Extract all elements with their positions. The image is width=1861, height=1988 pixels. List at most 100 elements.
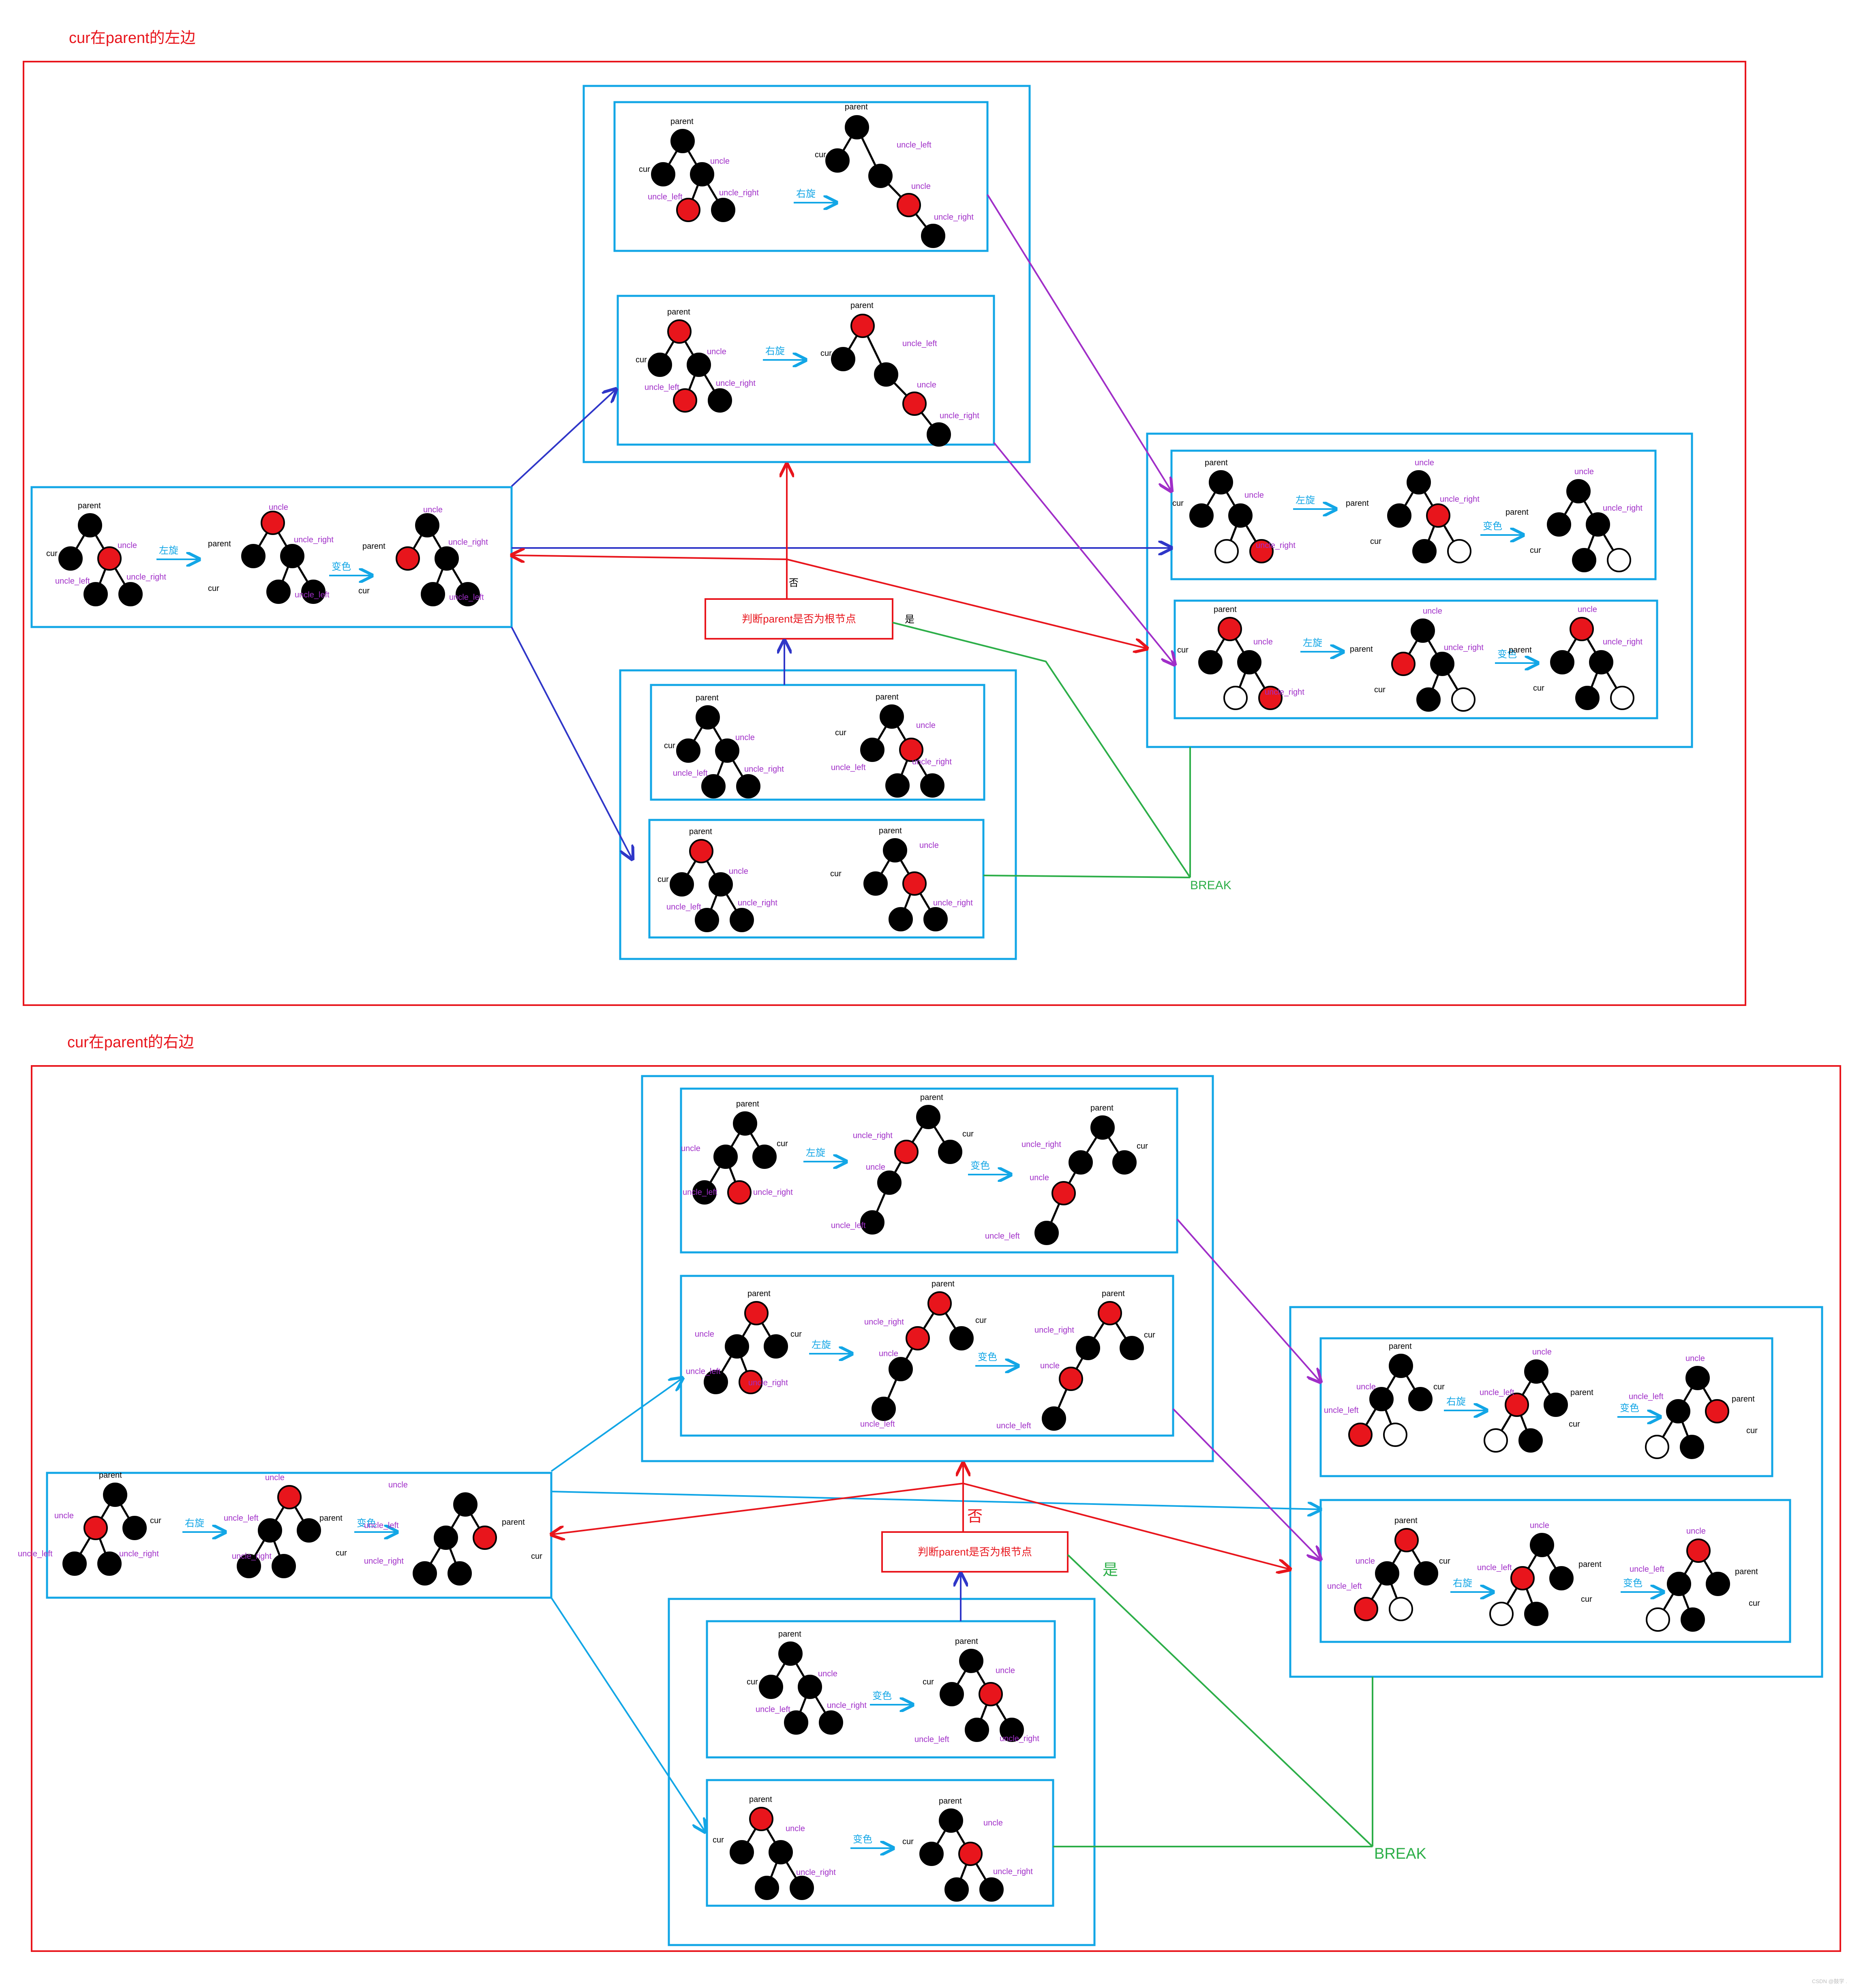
panel-left-top-1	[613, 101, 989, 252]
node-label: uncle	[879, 1349, 898, 1358]
tree-node	[1198, 650, 1223, 674]
node-label: cur	[358, 586, 370, 595]
tree-node	[1566, 479, 1591, 503]
watermark: CSDN @鼓学 .	[1812, 1978, 1847, 1984]
tree-node	[1369, 1387, 1394, 1411]
node-label: parent	[845, 103, 868, 111]
tree-node	[730, 1840, 754, 1864]
arrow-top1-to-right1	[987, 194, 1171, 491]
tree-node	[902, 871, 927, 896]
tree-node	[894, 1140, 919, 1164]
node-label: cur	[639, 165, 650, 174]
node-label: parent	[1102, 1289, 1125, 1298]
node-label: cur	[902, 1837, 914, 1846]
tree-node	[1354, 1597, 1378, 1621]
node-label: parent	[689, 827, 712, 836]
tree-node	[266, 580, 291, 604]
node-label: uncle_right	[1444, 643, 1484, 652]
node-label: uncle_left	[683, 1188, 717, 1197]
operation-label: 右旋	[1446, 1396, 1466, 1407]
tree-node	[790, 1876, 814, 1900]
tree-node	[940, 1682, 964, 1706]
node-label: uncle_left	[648, 193, 683, 201]
tree-node	[872, 1397, 896, 1421]
tree-node	[1098, 1301, 1122, 1325]
tree-node	[863, 871, 888, 896]
tree-node	[965, 1718, 989, 1742]
arrow-start-to-top	[511, 389, 616, 487]
node-label: cur	[1439, 1557, 1450, 1566]
tree-node	[689, 839, 713, 863]
tree-node	[880, 704, 904, 729]
group-left-right	[1146, 432, 1693, 748]
tree-node	[1680, 1435, 1704, 1459]
node-label: uncle_right	[1603, 504, 1643, 513]
tree-node	[1090, 1115, 1115, 1140]
tree-node	[103, 1483, 127, 1507]
tree-node	[1411, 618, 1435, 643]
tree-node	[648, 353, 672, 377]
operation-label: 变色	[332, 561, 351, 572]
node-label: uncle_right	[796, 1868, 836, 1877]
node-label: cur	[1581, 1595, 1592, 1604]
no-label-left: 否	[789, 578, 799, 588]
tree-node	[1223, 686, 1248, 710]
node-label: uncle	[269, 503, 288, 512]
tree-node	[752, 1145, 777, 1169]
tree-node	[1572, 548, 1596, 572]
node-label: uncle	[1356, 1557, 1375, 1566]
node-label: parent	[696, 693, 719, 702]
node-label: uncle_left	[1324, 1406, 1359, 1415]
operation-label: 变色	[1620, 1403, 1639, 1414]
tree-node	[1237, 650, 1261, 674]
tree-node	[1686, 1539, 1711, 1563]
node-label: parent	[749, 1795, 772, 1804]
operation-label: 变色	[1623, 1578, 1643, 1589]
node-label: uncle_left	[295, 591, 330, 599]
decision-box-right	[881, 1531, 1069, 1573]
tree-node	[825, 148, 850, 173]
tree-node	[860, 1210, 884, 1235]
node-label: cur	[208, 584, 219, 593]
arrow-top2-to-right2	[993, 442, 1175, 665]
decision-box-left	[705, 598, 893, 640]
node-label: uncle	[695, 1330, 714, 1339]
node-label: cur	[1746, 1426, 1758, 1435]
tree-node	[1518, 1428, 1543, 1453]
node-label: cur	[657, 875, 669, 884]
node-label: uncle_right	[1022, 1140, 1061, 1149]
tree-node	[1389, 1597, 1413, 1621]
tree-node	[667, 319, 692, 344]
tree-node	[1646, 1607, 1670, 1632]
operation-label: 右旋	[1453, 1578, 1472, 1589]
tree-node	[1120, 1336, 1144, 1360]
node-label: uncle	[919, 841, 939, 850]
arrow-decision-to-start	[512, 555, 787, 559]
tree-node	[1375, 1561, 1399, 1586]
node-label: parent	[78, 501, 101, 510]
node-label: uncle_right	[753, 1188, 793, 1197]
node-label: uncle_right	[1000, 1734, 1039, 1743]
panel-left-right-1	[1170, 449, 1657, 580]
node-label: uncle_left	[902, 339, 937, 348]
tree-node	[736, 774, 760, 798]
node-label: cur	[1144, 1331, 1155, 1340]
tree-node	[84, 1516, 108, 1540]
tree-node	[448, 1561, 472, 1586]
group-right-top	[641, 1075, 1214, 1462]
tree-node	[1389, 1354, 1413, 1378]
tree-node	[1705, 1399, 1729, 1423]
tree-node	[1408, 1387, 1433, 1411]
tree-node	[1051, 1181, 1076, 1205]
break-label-left: BREAK	[1190, 879, 1231, 892]
node-label: uncle_left	[686, 1367, 721, 1376]
tree-node	[237, 1554, 261, 1578]
node-label: cur	[1433, 1382, 1445, 1391]
tree-node	[1544, 1393, 1568, 1417]
node-label: parent	[1389, 1342, 1412, 1351]
tree-node	[958, 1842, 983, 1866]
tree-node	[1394, 1528, 1419, 1552]
tree-node	[97, 1551, 122, 1576]
node-label: uncle_left	[860, 1420, 895, 1429]
tree-node	[1228, 503, 1253, 528]
